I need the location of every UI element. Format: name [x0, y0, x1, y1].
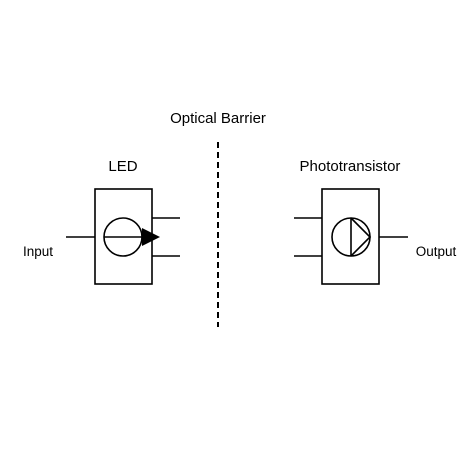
- phototransistor-label: Phototransistor: [300, 158, 401, 175]
- output-label: Output: [416, 244, 457, 259]
- barrier-label: Optical Barrier: [170, 110, 266, 127]
- led-label: LED: [108, 158, 137, 175]
- phototransistor-component: Phototransistor Output: [294, 158, 457, 285]
- input-label: Input: [23, 244, 53, 259]
- led-emission-arrow-icon: [142, 228, 160, 246]
- led-component: LED Input: [23, 158, 180, 285]
- phototransistor-triangle-icon: [350, 217, 372, 257]
